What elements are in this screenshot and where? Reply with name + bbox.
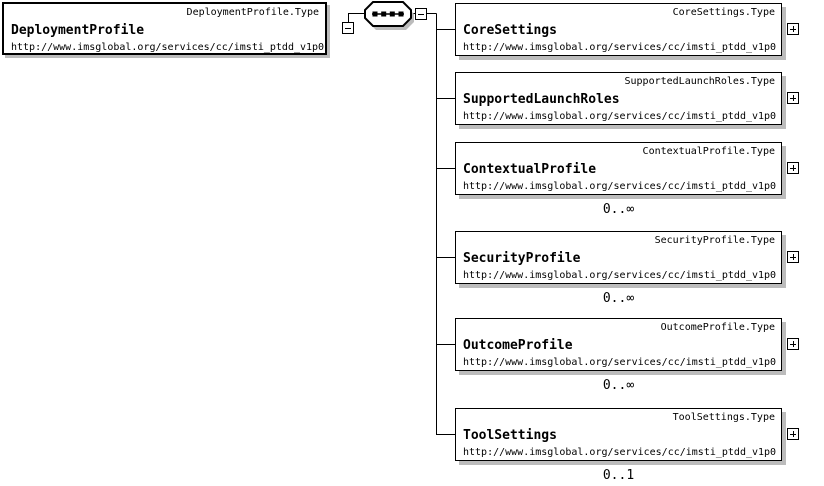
expand-toggle-securityprofile[interactable] [787, 251, 799, 263]
element-box-outcomeprofile[interactable]: OutcomeProfile.Type OutcomeProfile http:… [455, 318, 782, 371]
type-label: DeploymentProfile.Type [186, 7, 319, 18]
element-namespace: http://www.imsglobal.org/services/cc/ims… [463, 447, 777, 458]
element-name: SecurityProfile [463, 251, 581, 266]
element-box-securityprofile[interactable]: SecurityProfile.Type SecurityProfile htt… [455, 231, 782, 284]
type-label: OutcomeProfile.Type [660, 322, 775, 333]
element-namespace: http://www.imsglobal.org/services/cc/ims… [463, 181, 777, 192]
element-namespace: http://www.imsglobal.org/services/cc/ims… [463, 111, 777, 122]
element-box-toolsettings[interactable]: ToolSettings.Type ToolSettings http://ww… [455, 408, 782, 461]
element-box-contextualprofile[interactable]: ContextualProfile.Type ContextualProfile… [455, 142, 782, 195]
expand-toggle-coresettings[interactable] [787, 23, 799, 35]
occurrence-label: 0..1 [602, 468, 635, 483]
element-name: DeploymentProfile [11, 23, 145, 38]
expand-toggle-outcomeprofile[interactable] [787, 338, 799, 350]
element-name: ContextualProfile [463, 162, 597, 177]
expand-toggle-supportedlaunchroles[interactable] [787, 92, 799, 104]
element-name: CoreSettings [463, 23, 557, 38]
element-namespace: http://www.imsglobal.org/services/cc/ims… [463, 42, 777, 53]
expand-toggle-toolsettings[interactable] [787, 428, 799, 440]
type-label: ContextualProfile.Type [642, 146, 775, 157]
expand-toggle-contextualprofile[interactable] [787, 162, 799, 174]
collapse-toggle-sequence[interactable] [415, 8, 427, 20]
sequence-compositor-icon [364, 1, 414, 30]
type-label: SecurityProfile.Type [654, 235, 775, 246]
occurrence-label: 0..∞ [602, 291, 635, 306]
element-box-coresettings[interactable]: CoreSettings.Type CoreSettings http://ww… [455, 3, 782, 56]
collapse-toggle-root[interactable] [342, 22, 354, 34]
element-namespace: http://www.imsglobal.org/services/cc/ims… [463, 270, 777, 281]
element-box-supportedlaunchroles[interactable]: SupportedLaunchRoles.Type SupportedLaunc… [455, 72, 782, 125]
occurrence-label: 0..∞ [602, 378, 635, 393]
element-name: OutcomeProfile [463, 338, 573, 353]
type-label: SupportedLaunchRoles.Type [624, 76, 775, 87]
element-box-deploymentprofile[interactable]: DeploymentProfile.Type DeploymentProfile… [2, 2, 327, 55]
type-label: CoreSettings.Type [672, 7, 775, 18]
element-name: ToolSettings [463, 428, 557, 443]
element-name: SupportedLaunchRoles [463, 92, 620, 107]
element-namespace: http://www.imsglobal.org/services/cc/ims… [11, 42, 325, 53]
element-namespace: http://www.imsglobal.org/services/cc/ims… [463, 357, 777, 368]
occurrence-label: 0..∞ [602, 202, 635, 217]
type-label: ToolSettings.Type [672, 412, 775, 423]
